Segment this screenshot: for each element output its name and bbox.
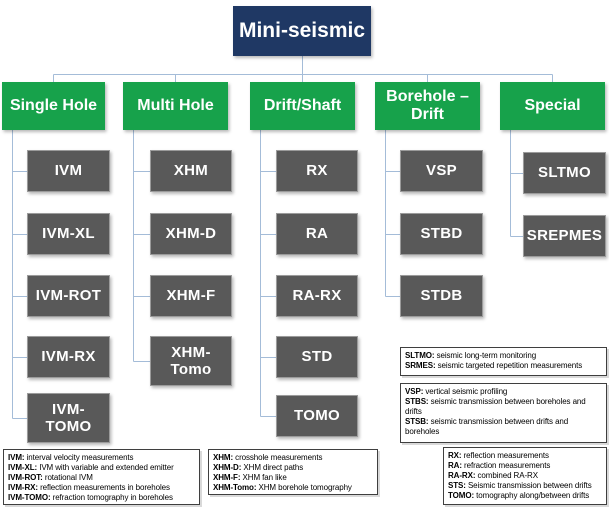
legend-entry: TOMO: tomography along/between drifts bbox=[448, 491, 602, 501]
legend-term: TOMO: bbox=[448, 491, 475, 500]
legend-entry: XHM-Tomo: XHM borehole tomography bbox=[213, 483, 373, 493]
legend-desc: seismic transmission between boreholes a… bbox=[405, 397, 586, 416]
legend-desc: seismic long-term monitoring bbox=[434, 351, 537, 360]
legend-entry: SLTMO: seismic long-term monitoring bbox=[405, 351, 602, 361]
legend-entry: XHM: crosshole measurements bbox=[213, 453, 373, 463]
node-srepmes: SREPMES bbox=[523, 215, 606, 257]
legend-desc: XHM borehole tomography bbox=[256, 483, 352, 492]
legend-term: SLTMO: bbox=[405, 351, 435, 360]
legend-desc: seismic transmission between drifts and … bbox=[405, 417, 569, 436]
node-tomo: TOMO bbox=[276, 395, 358, 437]
legend-term: IVM: bbox=[8, 453, 25, 462]
node-vsp: VSP bbox=[400, 150, 483, 192]
legend-term: XHM: bbox=[213, 453, 234, 462]
legend-desc: rotational IVM bbox=[42, 473, 93, 482]
legend-entry: STBS: seismic transmission between boreh… bbox=[405, 397, 602, 417]
legend-entry: SRMES: seismic targeted repetition measu… bbox=[405, 361, 602, 371]
legend-desc: refraction tomography in boreholes bbox=[50, 493, 173, 502]
node-ivm-rot: IVM-ROT bbox=[27, 275, 110, 317]
legend-desc: interval velocity measurements bbox=[24, 453, 134, 462]
legend-term: RX: bbox=[448, 451, 462, 460]
category-multi-hole: Multi Hole bbox=[123, 82, 228, 130]
legend-entry: XHM-F: XHM fan like bbox=[213, 473, 373, 483]
legend-desc: reflection measurements bbox=[461, 451, 549, 460]
legend-desc: vertical seismic profiling bbox=[423, 387, 508, 396]
node-ivm-tomo: IVM- TOMO bbox=[27, 393, 110, 443]
category-borehole-drift: Borehole – Drift bbox=[375, 82, 480, 130]
legend-term: STBS: bbox=[405, 397, 429, 406]
legend-term: XHM-F: bbox=[213, 473, 241, 482]
legend-entry: RA-RX: combined RA-RX bbox=[448, 471, 602, 481]
node-rx: RX bbox=[276, 150, 358, 192]
legend-entry: RA: refraction measurements bbox=[448, 461, 602, 471]
legend-drift-shaft: RX: reflection measurements RA: refracti… bbox=[443, 447, 607, 505]
legend-entry: IVM-XL: IVM with variable and extended e… bbox=[8, 463, 195, 473]
node-ivm: IVM bbox=[27, 150, 110, 192]
legend-term: IVM-TOMO: bbox=[8, 493, 51, 502]
legend-entry: IVM-ROT: rotational IVM bbox=[8, 473, 195, 483]
node-ivm-xl: IVM-XL bbox=[27, 213, 110, 255]
legend-desc: tomography along/between drifts bbox=[474, 491, 590, 500]
node-ra-rx: RA-RX bbox=[276, 275, 358, 317]
legend-single-hole: IVM: interval velocity measurements IVM-… bbox=[3, 449, 200, 505]
legend-desc: IVM with variable and extended emitter bbox=[37, 463, 174, 472]
legend-desc: refraction measurements bbox=[461, 461, 551, 470]
node-xhm-d: XHM-D bbox=[150, 213, 232, 255]
legend-term: IVM-ROT: bbox=[8, 473, 43, 482]
legend-term: STSB: bbox=[405, 417, 429, 426]
category-single-hole: Single Hole bbox=[2, 82, 105, 130]
legend-term: STS: bbox=[448, 481, 466, 490]
legend-entry: VSP: vertical seismic profiling bbox=[405, 387, 602, 397]
category-special: Special bbox=[500, 82, 605, 130]
legend-term: IVM-RX: bbox=[8, 483, 38, 492]
legend-term: RA: bbox=[448, 461, 462, 470]
legend-entry: STS: Seismic transmission between drifts bbox=[448, 481, 602, 491]
legend-entry: IVM-TOMO: refraction tomography in boreh… bbox=[8, 493, 195, 503]
legend-multi-hole: XHM: crosshole measurements XHM-D: XHM d… bbox=[208, 449, 378, 495]
legend-term: IVM-XL: bbox=[8, 463, 38, 472]
legend-entry: STSB: seismic transmission between drift… bbox=[405, 417, 602, 437]
legend-borehole-drift: VSP: vertical seismic profiling STBS: se… bbox=[400, 383, 607, 443]
legend-term: VSP: bbox=[405, 387, 424, 396]
node-xhm-tomo: XHM- Tomo bbox=[150, 336, 232, 386]
legend-entry: IVM-RX: reflection measurements in boreh… bbox=[8, 483, 195, 493]
node-ivm-rx: IVM-RX bbox=[27, 336, 110, 378]
legend-entry: IVM: interval velocity measurements bbox=[8, 453, 195, 463]
node-sltmo: SLTMO bbox=[523, 152, 606, 194]
root-node: Mini-seismic bbox=[233, 6, 371, 56]
node-stbd: STBD bbox=[400, 213, 483, 255]
legend-term: SRMES: bbox=[405, 361, 436, 370]
legend-desc: combined RA-RX bbox=[475, 471, 539, 480]
legend-entry: RX: reflection measurements bbox=[448, 451, 602, 461]
category-drift-shaft: Drift/Shaft bbox=[250, 82, 355, 130]
node-xhm-f: XHM-F bbox=[150, 275, 232, 317]
node-std: STD bbox=[276, 336, 358, 378]
legend-term: XHM-D: bbox=[213, 463, 242, 472]
legend-entry: XHM-D: XHM direct paths bbox=[213, 463, 373, 473]
legend-desc: XHM fan like bbox=[240, 473, 287, 482]
legend-desc: XHM direct paths bbox=[241, 463, 304, 472]
node-stdb: STDB bbox=[400, 275, 483, 317]
legend-special: SLTMO: seismic long-term monitoring SRME… bbox=[400, 347, 607, 376]
node-xhm: XHM bbox=[150, 150, 232, 192]
legend-desc: crosshole measurements bbox=[233, 453, 323, 462]
legend-term: RA-RX: bbox=[448, 471, 476, 480]
legend-desc: Seismic transmission between drifts bbox=[465, 481, 592, 490]
node-ra: RA bbox=[276, 213, 358, 255]
legend-term: XHM-Tomo: bbox=[213, 483, 257, 492]
legend-desc: seismic targeted repetition measurements bbox=[435, 361, 583, 370]
legend-desc: reflection measurements in boreholes bbox=[37, 483, 170, 492]
